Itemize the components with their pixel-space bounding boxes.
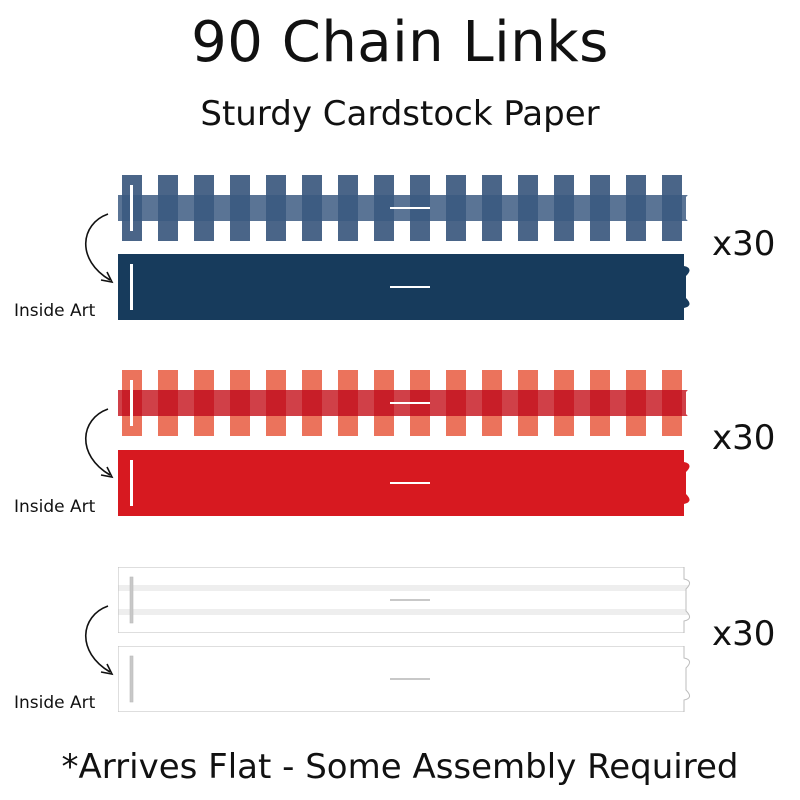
white-striped-chain-link — [118, 567, 690, 633]
curved-arrow-icon — [85, 213, 114, 284]
product-title: 90 Chain Links — [191, 10, 609, 75]
navy-inside-chain-link — [118, 254, 690, 320]
navy-link-count: x30 — [712, 224, 776, 264]
white-inside-art-label: Inside Art — [14, 693, 96, 713]
red-inside-art-label: Inside Art — [14, 497, 96, 517]
curved-arrow-icon — [85, 605, 114, 676]
navy-gingham-chain-link — [118, 175, 690, 241]
product-subtitle: Sturdy Cardstock Paper — [200, 94, 600, 134]
navy-inside-art-label: Inside Art — [14, 301, 96, 321]
red-link-count: x30 — [712, 418, 776, 458]
assembly-note: *Arrives Flat - Some Assembly Required — [61, 747, 739, 787]
red-inside-chain-link — [118, 450, 690, 516]
red-gingham-chain-link — [118, 370, 690, 436]
curved-arrow-icon — [85, 408, 114, 479]
white-inside-chain-link — [118, 646, 690, 712]
white-link-count: x30 — [712, 614, 776, 654]
